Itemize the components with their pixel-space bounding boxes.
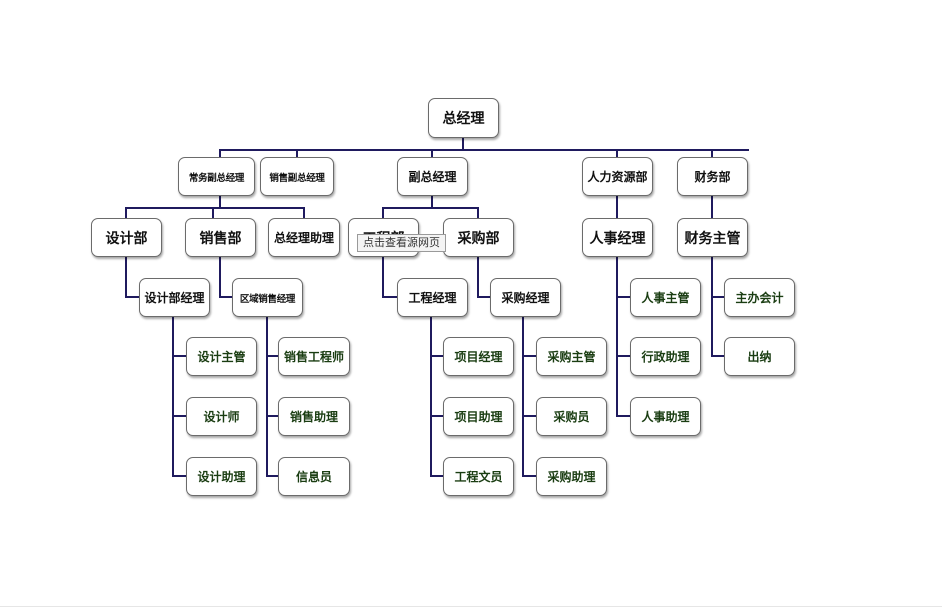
node-finance-department: 财务部 xyxy=(677,157,748,196)
node-purchasing-department: 采购部 xyxy=(443,218,514,257)
node-project-assistant: 项目助理 xyxy=(443,397,514,436)
node-vice-gm: 副总经理 xyxy=(397,157,468,196)
node-finance-supervisor: 财务主管 xyxy=(677,218,748,257)
node-project-manager: 项目经理 xyxy=(443,337,514,376)
node-purchasing-manager: 采购经理 xyxy=(490,278,561,317)
node-sales-vice-gm: 销售副总经理 xyxy=(260,157,334,196)
node-design-manager: 设计部经理 xyxy=(139,278,210,317)
node-sales-department: 销售部 xyxy=(185,218,256,257)
page-bottom-divider xyxy=(0,606,942,607)
node-design-department: 设计部 xyxy=(91,218,162,257)
node-purchaser: 采购员 xyxy=(536,397,607,436)
node-engineering-clerk: 工程文员 xyxy=(443,457,514,496)
node-regional-sales-manager: 区域销售经理 xyxy=(232,278,303,317)
node-hr-department: 人力资源部 xyxy=(582,157,653,196)
node-admin-assistant: 行政助理 xyxy=(630,337,701,376)
node-gm-assistant: 总经理助理 xyxy=(268,218,340,257)
node-purchasing-supervisor: 采购主管 xyxy=(536,337,607,376)
node-hr-supervisor: 人事主管 xyxy=(630,278,701,317)
node-chief-accountant: 主办会计 xyxy=(724,278,795,317)
node-information-clerk: 信息员 xyxy=(278,457,350,496)
node-cashier: 出纳 xyxy=(724,337,795,376)
node-purchasing-assistant: 采购助理 xyxy=(536,457,607,496)
node-sales-engineer: 销售工程师 xyxy=(278,337,350,376)
view-source-tooltip[interactable]: 点击查看源网页 xyxy=(357,234,446,252)
node-designer: 设计师 xyxy=(186,397,257,436)
node-engineering-manager: 工程经理 xyxy=(397,278,468,317)
node-design-supervisor: 设计主管 xyxy=(186,337,257,376)
node-hr-assistant: 人事助理 xyxy=(630,397,701,436)
node-general-manager: 总经理 xyxy=(428,98,499,138)
node-sales-assistant: 销售助理 xyxy=(278,397,350,436)
node-hr-manager: 人事经理 xyxy=(582,218,653,257)
node-executive-vice-gm: 常务副总经理 xyxy=(178,157,255,196)
node-design-assistant: 设计助理 xyxy=(186,457,257,496)
